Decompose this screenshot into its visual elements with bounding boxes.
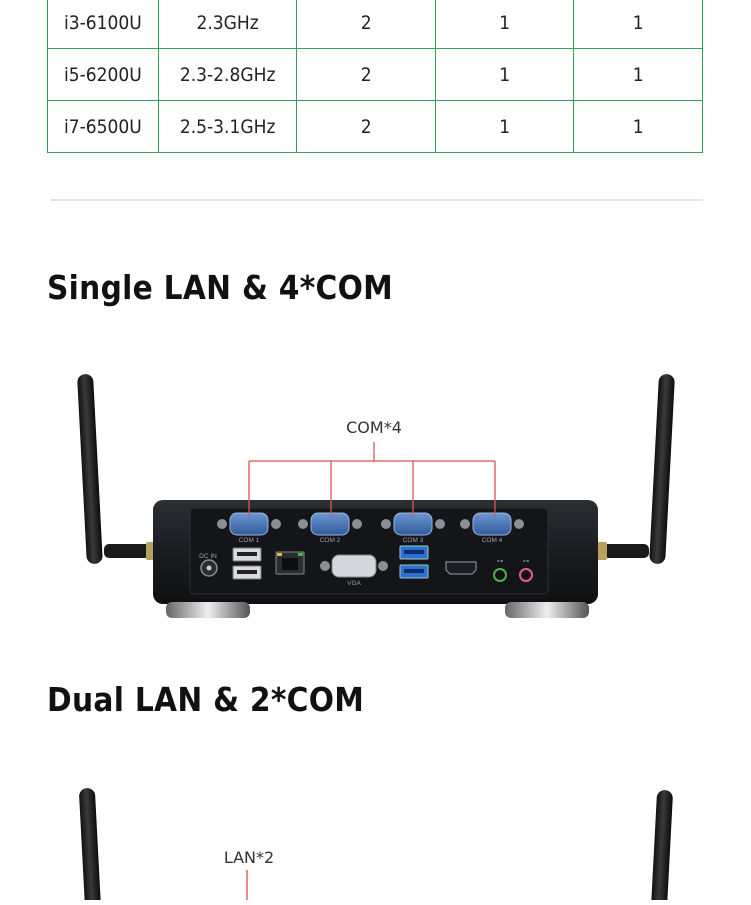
section-divider: [50, 199, 703, 201]
table-cell-model: i5-6200U: [47, 48, 159, 101]
cpu-spec-table: i3-6100U 2.3GHz 2 1 1 i5-6200U 2.3-2.8GH…: [47, 0, 703, 153]
com3-label: COM 3: [403, 537, 424, 544]
svg-text:⊶: ⊶: [497, 558, 504, 565]
svg-text:⊶: ⊶: [523, 558, 530, 565]
right-antenna: [597, 374, 675, 564]
lan-callout-label: LAN*2: [224, 848, 274, 867]
table-cell-frequency: 2.5-3.1GHz: [157, 100, 298, 153]
com-port-1: COM 1: [217, 512, 281, 544]
section-title-single-lan: Single LAN & 4*COM: [47, 268, 394, 307]
dc-in-label: DC IN: [199, 553, 217, 560]
vga-port: VGA: [320, 554, 388, 587]
table-cell: 1: [434, 0, 575, 49]
dc-in-port: DC IN: [199, 553, 218, 577]
table-cell: 1: [434, 48, 575, 101]
com-port-3: COM 3: [381, 512, 445, 544]
table-row: i5-6200U 2.3-2.8GHz 2 1 1: [47, 48, 703, 101]
hdmi-port: [445, 561, 477, 575]
mini-pc-dual-lan-image: LAN*2: [0, 770, 751, 905]
device-foot: [505, 602, 589, 618]
table-cell: 1: [573, 100, 703, 153]
table-cell: 2: [296, 100, 436, 153]
table-row: i7-6500U 2.5-3.1GHz 2 1 1: [47, 100, 703, 153]
lan-port: [275, 551, 305, 575]
com2-label: COM 2: [320, 537, 341, 544]
com-callout-label: COM*4: [346, 418, 402, 437]
com-port-4: COM 4: [460, 512, 524, 544]
com-callout: [248, 442, 496, 516]
usb3-ports: [399, 545, 429, 579]
mini-pc-rear-panel-image: COM 1 COM 2 COM 3 COM 4 DC IN: [0, 330, 751, 650]
table-cell: 1: [573, 48, 703, 101]
table-cell-model: i7-6500U: [47, 100, 159, 153]
table-cell-frequency: 2.3-2.8GHz: [157, 48, 298, 101]
table-cell: 2: [296, 0, 436, 49]
vga-label: VGA: [347, 580, 361, 587]
table-cell: 1: [434, 100, 575, 153]
left-antenna: [77, 374, 156, 564]
com4-label: COM 4: [482, 537, 503, 544]
com1-label: COM 1: [239, 537, 260, 544]
right-antenna: [650, 790, 673, 905]
device-foot: [166, 602, 250, 618]
com-port-2: COM 2: [298, 512, 362, 544]
table-row: i3-6100U 2.3GHz 2 1 1: [47, 0, 703, 49]
left-antenna: [79, 788, 102, 905]
section-title-dual-lan: Dual LAN & 2*COM: [47, 680, 365, 719]
table-cell-frequency: 2.3GHz: [157, 0, 298, 49]
usb2-ports: [232, 547, 262, 580]
table-cell: 2: [296, 48, 436, 101]
table-cell: 1: [573, 0, 703, 49]
audio-jacks: ⊶ ⊶: [493, 558, 533, 582]
table-cell-model: i3-6100U: [47, 0, 159, 49]
